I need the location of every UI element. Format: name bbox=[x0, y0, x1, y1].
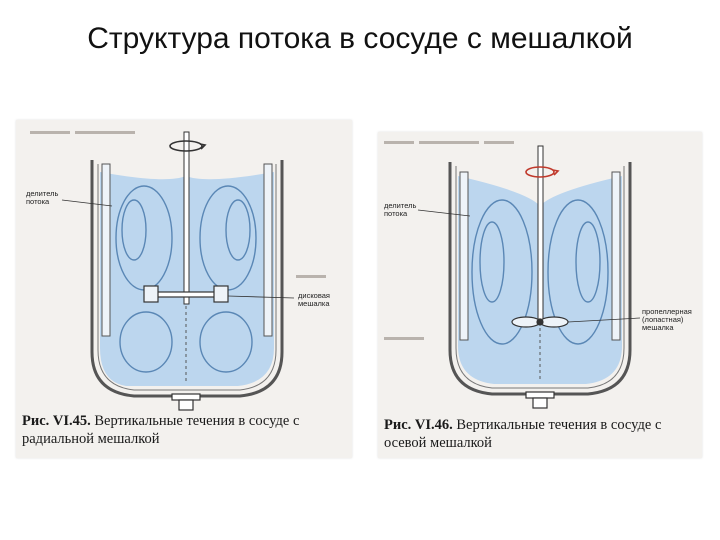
rotation-arrow-icon bbox=[169, 140, 203, 152]
baffle-left bbox=[459, 171, 469, 341]
figure-right-scan: ▬▬▬ ▬▬▬▬▬▬ ▬▬▬ ▬▬▬▬ bbox=[378, 132, 702, 458]
label-impeller-right: пропеллерная (лопастная) мешалка bbox=[642, 307, 692, 332]
caption-left-number: Рис. VI.45. bbox=[22, 413, 91, 429]
baffle-right bbox=[611, 171, 621, 341]
propeller-impeller bbox=[511, 316, 569, 328]
caption-right-number: Рис. VI.46. bbox=[384, 417, 453, 433]
baffle-left bbox=[101, 163, 111, 337]
figure-left-scan: ▬▬▬▬ ▬▬▬▬▬▬ ▬▬▬ bbox=[16, 120, 352, 458]
vessel-diagram-axial bbox=[417, 145, 641, 409]
caption-right: Рис. VI.46. Вертикальные течения в сосуд… bbox=[384, 416, 704, 452]
bleed-text: ▬▬▬ bbox=[296, 270, 326, 281]
flow-lines bbox=[471, 199, 609, 345]
bleed-text: ▬▬▬▬ bbox=[384, 332, 424, 343]
label-divider-right: делитель потока bbox=[384, 201, 417, 218]
baffle-right bbox=[263, 163, 273, 337]
rotation-arrow-icon bbox=[525, 166, 555, 178]
label-impeller-left: дисковая мешалка bbox=[298, 291, 330, 308]
slide-title: Структура потока в сосуде с мешалкой bbox=[87, 22, 633, 55]
caption-right-text: Вертикальные течения в сосуде с осевой м… bbox=[384, 417, 662, 451]
bleed-text: ▬▬▬ ▬▬▬▬▬▬ ▬▬▬ bbox=[384, 136, 514, 147]
stirrer-shaft bbox=[537, 145, 544, 323]
bottom-outlet bbox=[171, 393, 201, 411]
stirrer-shaft bbox=[183, 131, 190, 305]
bottom-outlet bbox=[525, 391, 555, 409]
disk-impeller bbox=[143, 285, 229, 303]
caption-left: Рис. VI.45. Вертикальные течения в сосуд… bbox=[22, 412, 352, 448]
bleed-text: ▬▬▬▬ ▬▬▬▬▬▬ bbox=[30, 126, 135, 137]
vessel-diagram-radial bbox=[61, 131, 295, 411]
label-divider-left: делитель потока bbox=[26, 189, 59, 206]
caption-left-text: Вертикальные течения в сосуде с радиальн… bbox=[22, 413, 300, 447]
